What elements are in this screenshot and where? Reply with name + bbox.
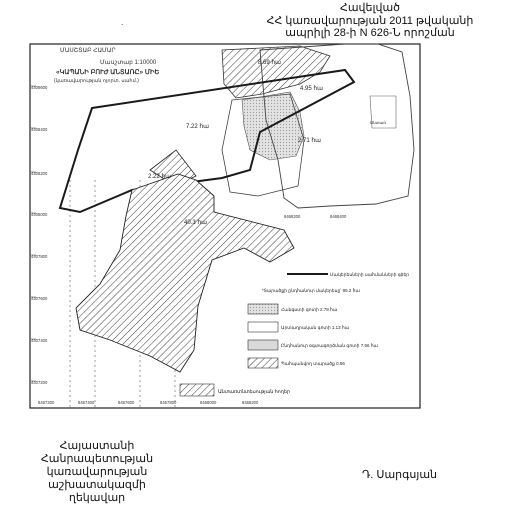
y-tick: 4408200 [31,171,48,176]
small-parcel [369,95,397,129]
footer-left-line-2: կառավարության աշխատակազմի [46,466,148,491]
legend-swatch-6 [179,383,215,397]
legend-label-4: Ընդհանուր օգտագործման գոտի 7.56 հա [281,343,379,349]
legend-swatch-5 [247,357,279,369]
header-line-1: Հավելված [339,2,401,14]
inner-boundary [221,93,305,197]
area-label-2: 4.95 հա [300,85,323,92]
outer-boundary [259,43,415,209]
area-label-5: 2.22 հա [148,173,171,180]
inset-tick: 8468200 [284,214,301,219]
x-tick: 8467200 [38,400,55,405]
x-axis-labels: 8467200 8467400 8467600 8467800 8468000 … [38,214,347,405]
y-tick: 4408600 [31,85,48,90]
y-tick: 4407200 [31,380,48,385]
legend-swatch-4 [247,339,279,351]
map-scale: Մասշտաբ 1:10000 [100,59,157,66]
decision-header: Հավելված ՀՀ կառավարության 2011 թվականի ա… [250,2,490,40]
x-tick: 8468200 [242,400,259,405]
area-label-4: 2.71 հա [298,137,321,144]
y-tick: 4407400 [31,338,48,343]
y-tick: 4408000 [31,212,48,217]
y-tick: 4407800 [31,254,48,259]
area-label-1: 8.69 հա [258,59,281,66]
signatory-title: Հայաստանի Հանրապետության կառավարության ա… [12,440,182,505]
map-note: *Տարածքի ընդհանուր մակերեսը՝ 95.2 հա [262,288,361,294]
map-legend: Մակերեսների սահմանների գծեր *Տարածքի ընդ… [179,272,409,397]
legend-label-3: Արտադրական գոտի 1.13 հա [281,325,350,331]
legend-label-6: Անտառտնտեսության հողեր [218,389,290,395]
y-tick: 4407600 [31,296,48,301]
legend-swatch-3 [247,321,279,333]
legend-label-2: Հանգստի գոտի 2.79 հա [281,307,338,313]
header-line-3: ապրիլի 28-ի N 626-Ն որոշման [285,27,455,39]
header-line-2: ՀՀ կառավարության 2011 թվականի [266,14,474,27]
stray-dot: . [121,18,124,27]
y-axis-labels: 4408600 4408400 4408200 4408000 4407800 … [31,85,48,385]
x-tick: 8468000 [200,400,217,405]
legend-label-1: Մակերեսների սահմանների գծեր [330,272,409,278]
area-label-6: 40.3 հա [184,219,207,226]
signatory-name: Դ. Սարգսյան [362,469,438,481]
footer-left-line-3: ղեկավար [68,492,126,504]
y-tick: 4408400 [31,127,48,132]
land-map: ՄԱՍՇՏԱԲ ՀԱՄԱՐ Մասշտաբ 1:10000 «ԿԱՊԱՆԻ ԲՈ… [29,43,421,409]
area-label-3: 7.22 հա [186,123,209,130]
legend-swatch-2 [247,303,279,315]
inset-tick: 8468400 [330,214,347,219]
legend-label-5: Պահպանվող տարածք 0.56 [281,361,345,367]
inset-label: Անտառ [370,120,386,125]
x-tick: 8467400 [78,400,95,405]
hatched-field-large [75,173,295,373]
main-parcel [58,68,356,214]
map-subtitle: (կառավարության ոլորտ. սահմ.) [54,78,139,84]
x-tick: 8467600 [118,400,135,405]
x-tick: 8467800 [160,400,177,405]
map-title: «ԿԱՊԱՆԻ ԲՈՒԺ ԱՆՏԱՌԸ» ՄԻԵ [56,68,160,76]
map-top-label: ՄԱՍՇՏԱԲ ՀԱՄԱՐ [60,47,116,54]
footer-left-line-1: Հայաստանի Հանրապետության [40,440,154,465]
